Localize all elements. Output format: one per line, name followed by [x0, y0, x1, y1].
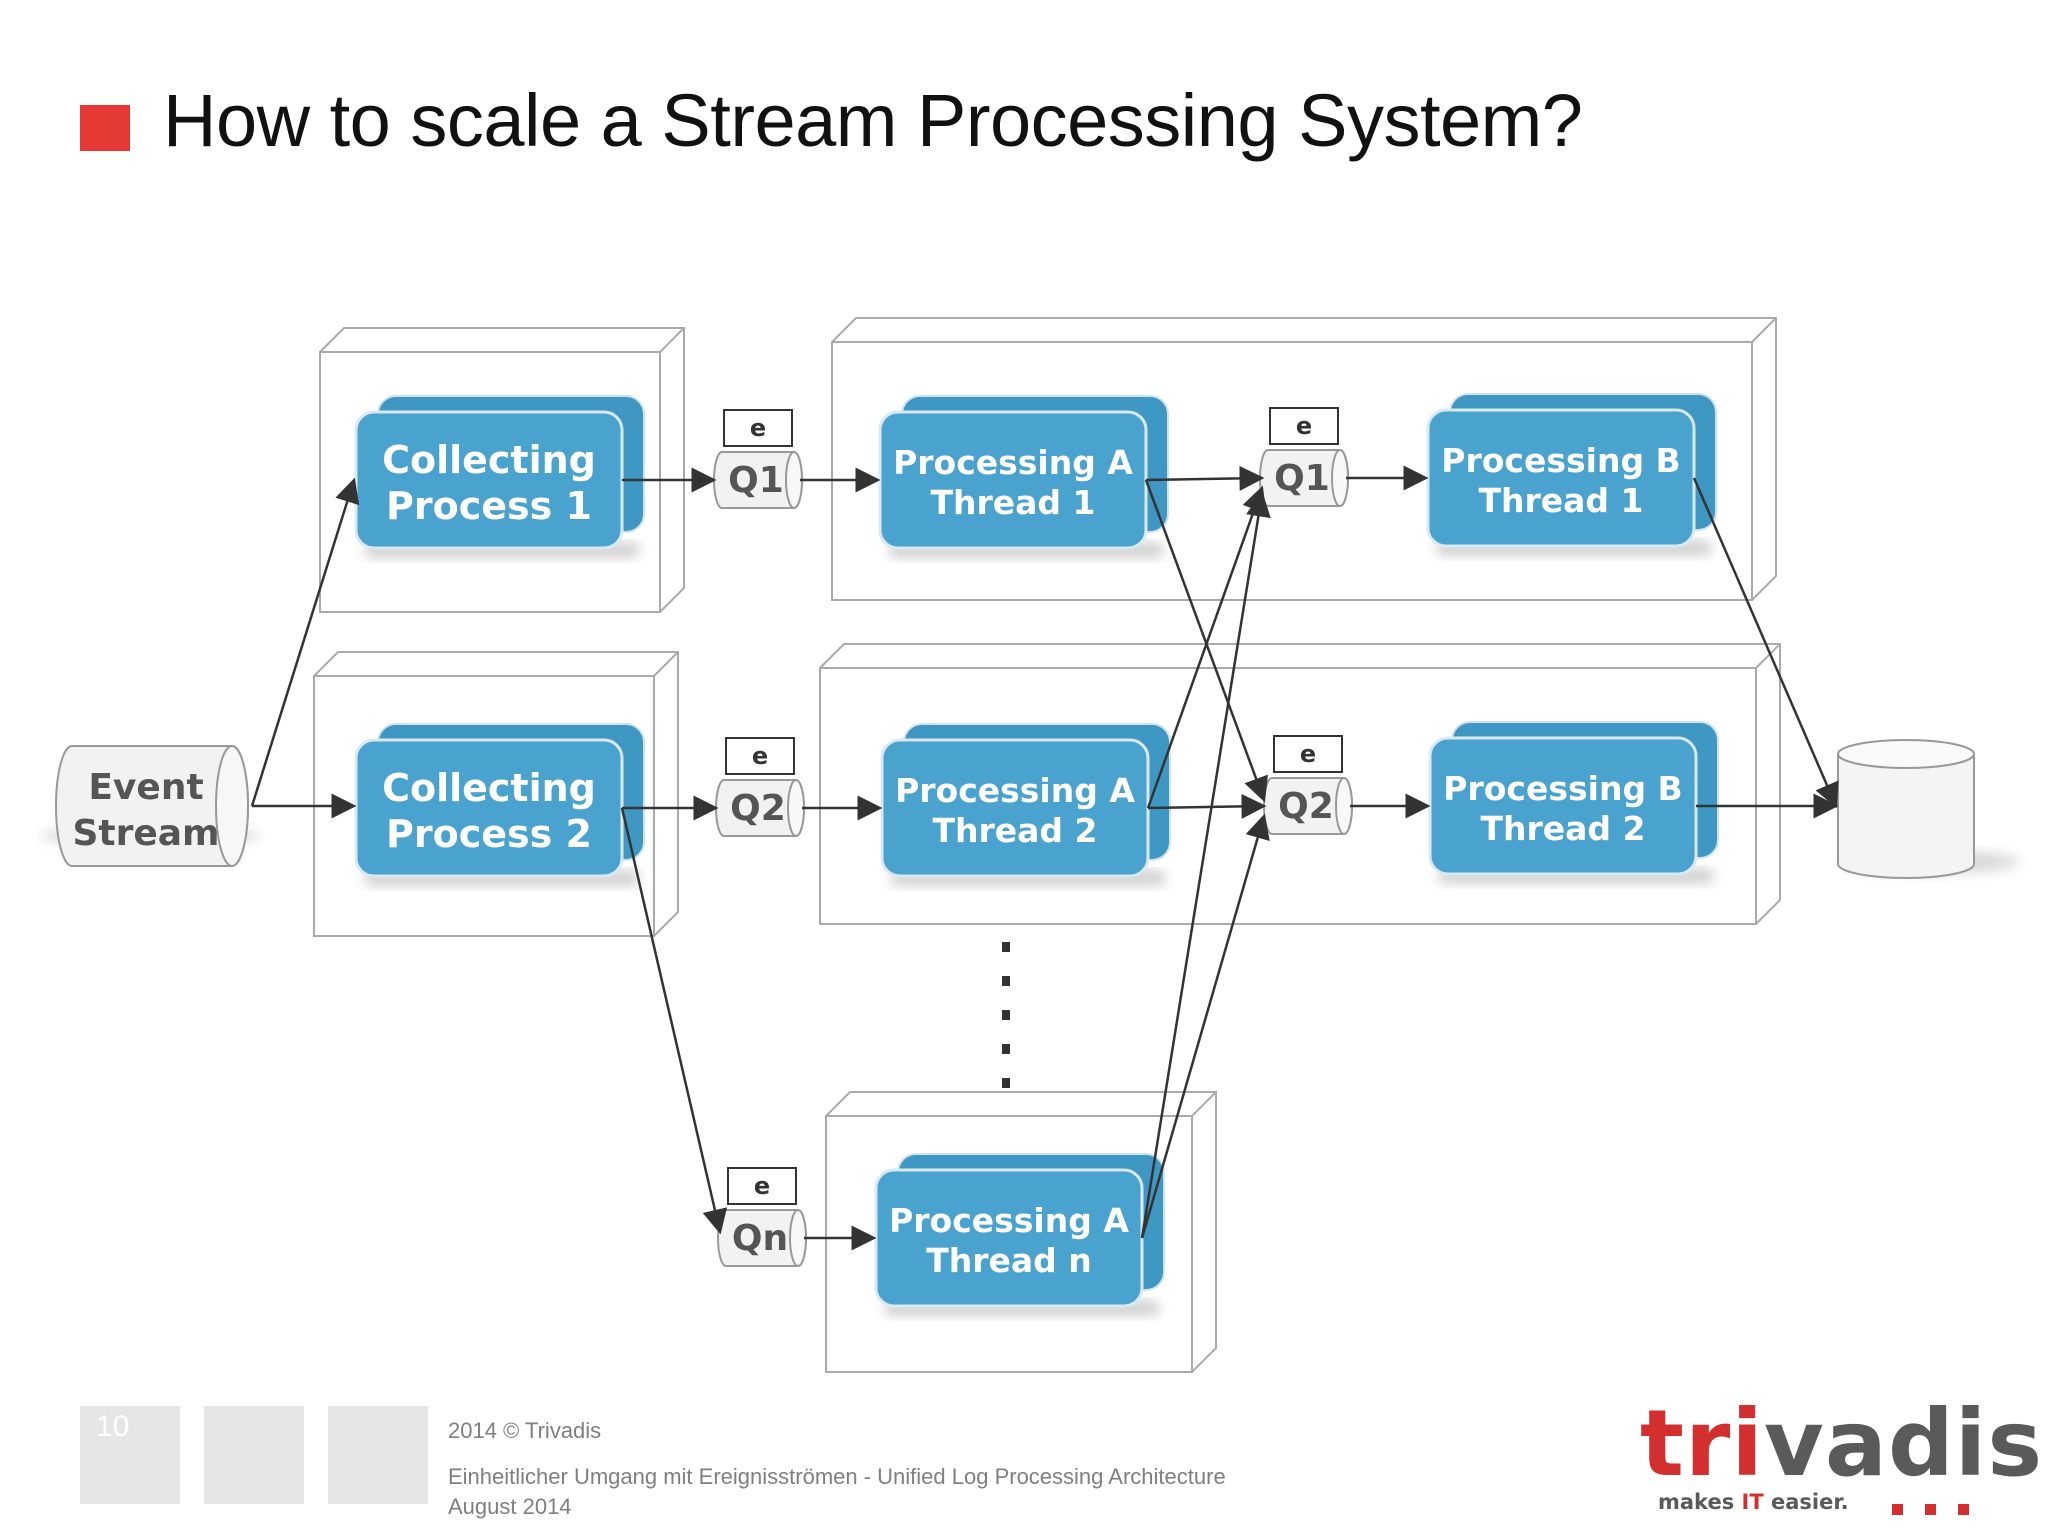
logo-brand-pre: tri [1640, 1390, 1764, 1497]
page-title: How to scale a Stream Processing System? [163, 79, 1583, 162]
page-number: 10 [96, 1410, 130, 1443]
queue-q1-collect1: eQ1 [713, 409, 803, 509]
arrow-procan-to-q1b [1140, 491, 1271, 1239]
queue-q1-processing-b: eQ1 [1259, 407, 1349, 507]
logo-brand-post: vadis [1763, 1390, 2044, 1497]
queue-qn-label: Qn [732, 1218, 788, 1259]
output-storage-icon [1837, 739, 2020, 879]
queue-q1-collect1-label: Q1 [728, 460, 784, 501]
logo-tagline: makes IT easier. [1658, 1490, 1849, 1514]
logo-dots [1892, 1500, 1991, 1519]
arrow-procan-to-q2b [1140, 813, 1270, 1239]
queue-q1-processing-b-event-label: e [1296, 412, 1312, 440]
footer-square-3 [328, 1406, 428, 1504]
arrow-procb1-to-storage [1692, 477, 1839, 809]
footer-copyright: 2014 © Trivadis [448, 1418, 602, 1443]
queue-q2-processing-b-label: Q2 [1278, 786, 1334, 827]
queue-q1-collect1-event-label: e [750, 414, 766, 442]
queue-q2-collect2: eQ2 [715, 737, 805, 837]
footer-date: August 2014 [448, 1494, 572, 1519]
arrow-proca1-to-q2b [1144, 479, 1268, 803]
trivadis-logo: trivadis [1640, 1390, 2043, 1497]
continuation-dots [1002, 942, 1010, 1088]
queue-qn: eQn [717, 1167, 807, 1267]
footer-square-2 [204, 1406, 304, 1504]
footer-subtitle: Einheitlicher Umgang mit Ereignisströmen… [448, 1464, 1226, 1489]
footer-square-1 [80, 1406, 180, 1504]
queue-q2-processing-b: eQ2 [1263, 735, 1353, 835]
arrow-proca2-to-q1b [1146, 485, 1267, 809]
queue-qn-event-label: e [754, 1172, 770, 1200]
arrow-proca2-to-q2b [1147, 793, 1267, 819]
queue-q2-collect2-event-label: e [752, 742, 768, 770]
title-bullet [80, 105, 130, 151]
arrow-proca1-to-q1b [1145, 465, 1265, 491]
queue-q1-processing-b-label: Q1 [1274, 458, 1330, 499]
queue-q2-processing-b-event-label: e [1300, 740, 1316, 768]
arrow-stream-to-collect1 [250, 477, 360, 807]
queue-q2-collect2-label: Q2 [730, 788, 786, 829]
arrow-collect2-to-qn [620, 807, 728, 1235]
